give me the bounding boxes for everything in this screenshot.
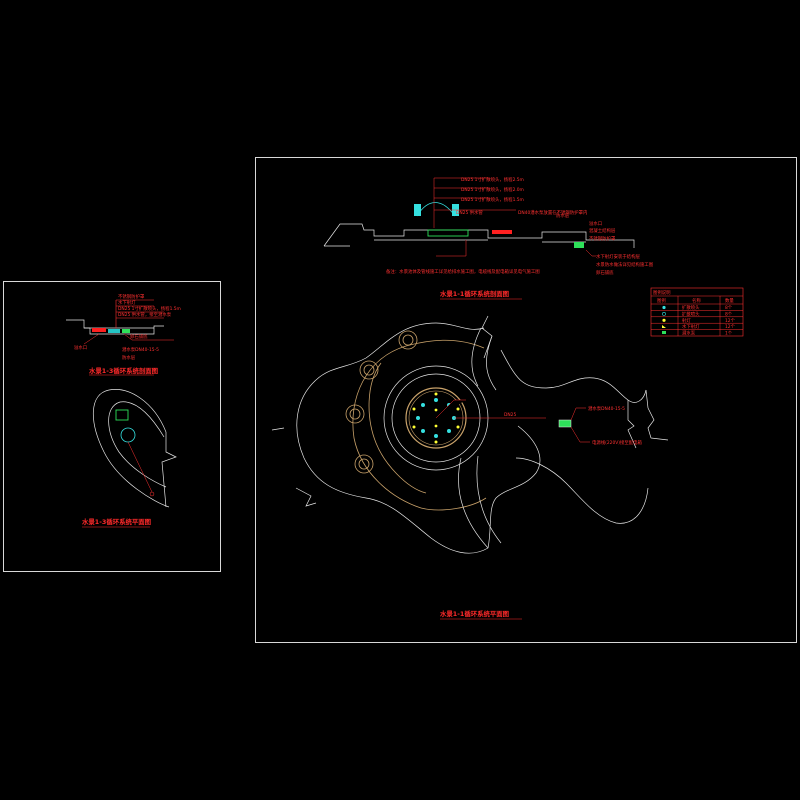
stepping-stone-2-core [363, 364, 375, 376]
right-drawing-sheet: DN25 1寸扩散喷头，扬程2.5m DN25 1寸扩散喷头，扬程2.0m DN… [255, 157, 797, 643]
left-note-3: DN25 供水管，接至潜水泵 [118, 311, 172, 318]
left-section-pump [122, 329, 130, 333]
lamp-icon [662, 318, 666, 322]
fountain-nozzle-5 [434, 434, 438, 438]
section-pump-guard [427, 229, 469, 237]
left-note-6: 潜水泵DN40-15-5 [122, 346, 159, 353]
fountain-lamp-6 [412, 407, 416, 411]
right-note-3: DN25 供水管 [456, 209, 483, 216]
stepping-stone-3-core [349, 408, 361, 420]
right-note-2: DN25 1寸扩散喷头，扬程1.5m [461, 196, 524, 203]
fountain-lamp-2 [456, 407, 460, 411]
left-section-detail: 不锈钢防护罩 水下射灯 DN25 1寸扩散喷头，扬程1.5m DN25 供水管，… [66, 293, 181, 376]
plan-pump [559, 420, 571, 427]
fountain-lamp-7 [434, 408, 438, 412]
right-note-0: DN25 1寸扩散喷头，扬程2.5m [461, 176, 524, 183]
stepping-stone-1 [398, 330, 418, 350]
plan-note-0: 潜水泵DN40-15-5 [588, 405, 625, 412]
right-note-1: DN25 1寸扩散喷头，扬程2.0m [461, 186, 524, 193]
legend-qty-3: 12个 [725, 324, 736, 330]
left-drawing-sheet: 不锈钢防护罩 水下射灯 DN25 1寸扩散喷头，扬程1.5m DN25 供水管，… [3, 281, 221, 572]
left-plan-pump [115, 409, 129, 421]
stepping-stone-4-core [358, 458, 370, 470]
pipe-length-label: DN25 [504, 412, 516, 418]
fountain-nozzle-7 [416, 416, 420, 420]
legend-qty-4: 1个 [725, 331, 733, 337]
left-note-4: 溢水口 [74, 344, 87, 351]
stepping-stone-4 [354, 454, 374, 474]
right-plan-detail: DN25 潜水泵DN40-15-5 电源线(220V)接至配电箱 水景1-1循环… [271, 315, 669, 620]
fountain-nozzle-6 [421, 429, 425, 433]
left-note-0: 不锈钢防护罩 [118, 293, 145, 300]
left-section-title: 水景1-3循环系统剖面图 [89, 366, 158, 375]
plan-note-1: 电源线(220V)接至配电箱 [592, 439, 643, 446]
legend-header-symbol: 图例 [657, 297, 666, 304]
right-note-7: 混凝土结构层 [589, 227, 616, 234]
stepping-stone-2 [359, 360, 379, 380]
right-note-8: 不锈钢防护罩 [589, 235, 616, 242]
left-note-2: DN25 1寸扩散喷头，扬程1.5m [118, 305, 181, 312]
left-plan-title: 水景1-3循环系统平面图 [82, 517, 151, 526]
stepping-stone-3 [345, 404, 365, 424]
left-note-5: 卵石铺底 [130, 333, 148, 340]
fountain-nozzle-4 [447, 429, 451, 433]
legend-table: 图例说明 图例 名称 数量 扩散喷头 8个 扩散喷头 8个 射灯 12个 水下射… [650, 287, 744, 337]
legend-name-2: 射灯 [682, 317, 691, 324]
legend-name-1: 扩散喷头 [682, 310, 700, 317]
stepping-stone-1-core [402, 334, 414, 346]
fountain-lamp-1 [434, 392, 438, 396]
fountain-lamp-5 [412, 425, 416, 429]
right-section-footnote: 备注：水景池体及管线施工详见给排水施工图，电缆线及配电箱详见电气施工图 [386, 268, 540, 275]
right-note-4: DN40潜水泵放置在不锈钢防护罩内 [518, 209, 587, 216]
legend-name-0: 扩散喷头 [682, 304, 700, 311]
left-plan-detail: 水景1-3循环系统平面图 [82, 389, 177, 528]
fountain-nozzle-8 [421, 403, 425, 407]
right-note-6: 溢水口 [589, 220, 602, 227]
right-section-detail: DN25 1寸扩散喷头，扬程2.5m DN25 1寸扩散喷头，扬程2.0m DN… [323, 176, 654, 300]
right-sheet-drawing: DN25 1寸扩散喷头，扬程2.5m DN25 1寸扩散喷头，扬程2.0m DN… [271, 176, 744, 620]
legend-name-4: 潜水泵 [682, 330, 696, 337]
section-overflow-pump [574, 242, 584, 248]
nozzle-icon [662, 305, 666, 310]
legend-title: 图例说明 [653, 289, 671, 296]
right-plan-title: 水景1-1循环系统平面图 [440, 609, 509, 618]
legend-qty-0: 8个 [725, 305, 733, 311]
legend-qty-1: 8个 [725, 311, 733, 317]
waterproof-layer [92, 328, 106, 332]
legend-qty-2: 12个 [725, 318, 736, 324]
right-section-title: 水景1-1循环系统剖面图 [440, 289, 509, 298]
right-note-10: 水景防水做法详见结构施工图 [596, 261, 654, 268]
right-note-9: 水下射灯安装于结构层 [596, 253, 641, 260]
fountain-lamp-4 [434, 440, 438, 444]
right-note-5: 防水层 [556, 212, 570, 219]
right-note-11: 卵石铺底 [596, 269, 614, 276]
legend-header-qty: 数量 [725, 297, 734, 304]
pump-icon [662, 331, 666, 334]
legend-header-name: 名称 [692, 297, 701, 304]
legend-name-3: 水下射灯 [682, 323, 700, 330]
section-waterproof-strip [492, 230, 512, 234]
underwater-lamp-icon [662, 325, 666, 328]
fountain-lamp-3 [456, 425, 460, 429]
left-plan-pool [120, 427, 136, 443]
left-note-1: 水下射灯 [118, 299, 136, 306]
left-section-nozzle [108, 329, 120, 333]
fountain-nozzle-1 [434, 398, 438, 402]
left-sheet-drawing: 不锈钢防护罩 水下射灯 DN25 1寸扩散喷头，扬程1.5m DN25 供水管，… [66, 293, 181, 528]
section-jet-high [414, 204, 421, 216]
nozzle-ring-icon [662, 311, 666, 316]
fountain-lamp-8 [434, 424, 438, 428]
left-note-7: 防水层 [122, 354, 136, 361]
